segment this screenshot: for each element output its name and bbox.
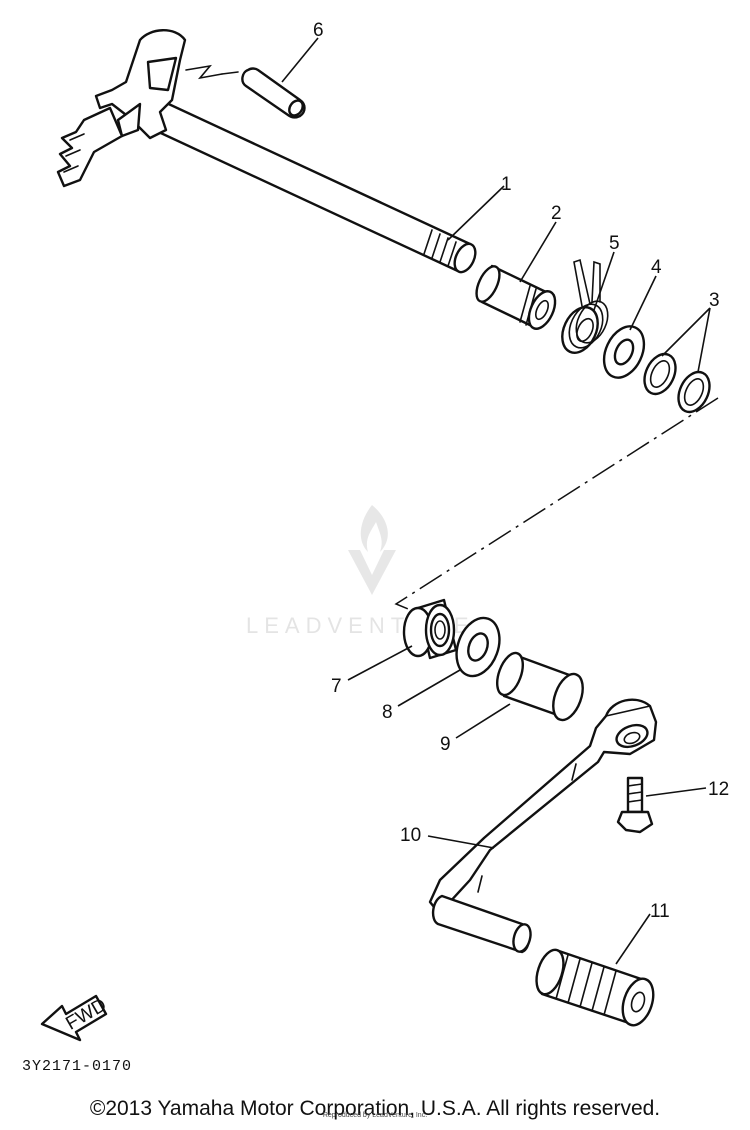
leader-line-9 (455, 703, 511, 739)
leader-line-11 (615, 913, 651, 965)
break-line (185, 64, 223, 80)
callout-9: 9 (440, 734, 451, 755)
part-10-shift-pedal (428, 698, 658, 954)
callout-11: 11 (650, 901, 670, 922)
leader-line-4 (629, 275, 657, 331)
callout-2: 2 (551, 203, 562, 224)
callout-5: 5 (609, 233, 620, 254)
callout-6: 6 (313, 20, 324, 41)
leader-line-10 (427, 835, 495, 849)
part-9-collar-spacer (496, 651, 584, 722)
callout-3: 3 (709, 290, 720, 311)
part-2-collar (475, 264, 557, 330)
part-1-shift-shaft-arm (56, 29, 187, 188)
leader-line-1 (447, 185, 505, 241)
part-3-circlip (677, 370, 711, 414)
callout-10: 10 (400, 825, 421, 846)
diagram-code: 3Y2171-0170 (22, 1058, 133, 1075)
leader-line-12 (645, 787, 707, 797)
callout-7: 7 (331, 676, 342, 697)
leader-line-7 (347, 645, 413, 681)
part-6-dowel-pin (241, 67, 306, 119)
callout-12: 12 (708, 779, 729, 800)
callout-4: 4 (651, 257, 662, 278)
leader-line-3 (661, 307, 711, 373)
part-5-torsion-spring (561, 258, 609, 354)
leader-line-2 (519, 221, 557, 283)
leader-line-6 (281, 37, 319, 83)
part-7-bearing (402, 598, 458, 660)
part-11-pedal-rubber (535, 948, 655, 1027)
part-4-washer (602, 325, 646, 379)
reproduction-notice: Reproduced by LeadVenture, Inc. (322, 1112, 428, 1119)
copyright-notice: ©2013 Yamaha Motor Corporation, U.S.A. A… (89, 1097, 661, 1120)
forward-direction-arrow: FWD (40, 995, 110, 1042)
callout-8: 8 (382, 702, 393, 723)
assembly-centerline (394, 397, 719, 619)
leader-line-5 (593, 251, 615, 311)
part-1-shift-shaft (148, 98, 477, 274)
callout-1: 1 (501, 174, 512, 195)
break-line (221, 71, 239, 75)
part-3-circlip (643, 352, 677, 396)
part-12-bolt (616, 776, 654, 834)
leader-line-8 (397, 669, 461, 707)
part-8-washer (455, 616, 501, 678)
